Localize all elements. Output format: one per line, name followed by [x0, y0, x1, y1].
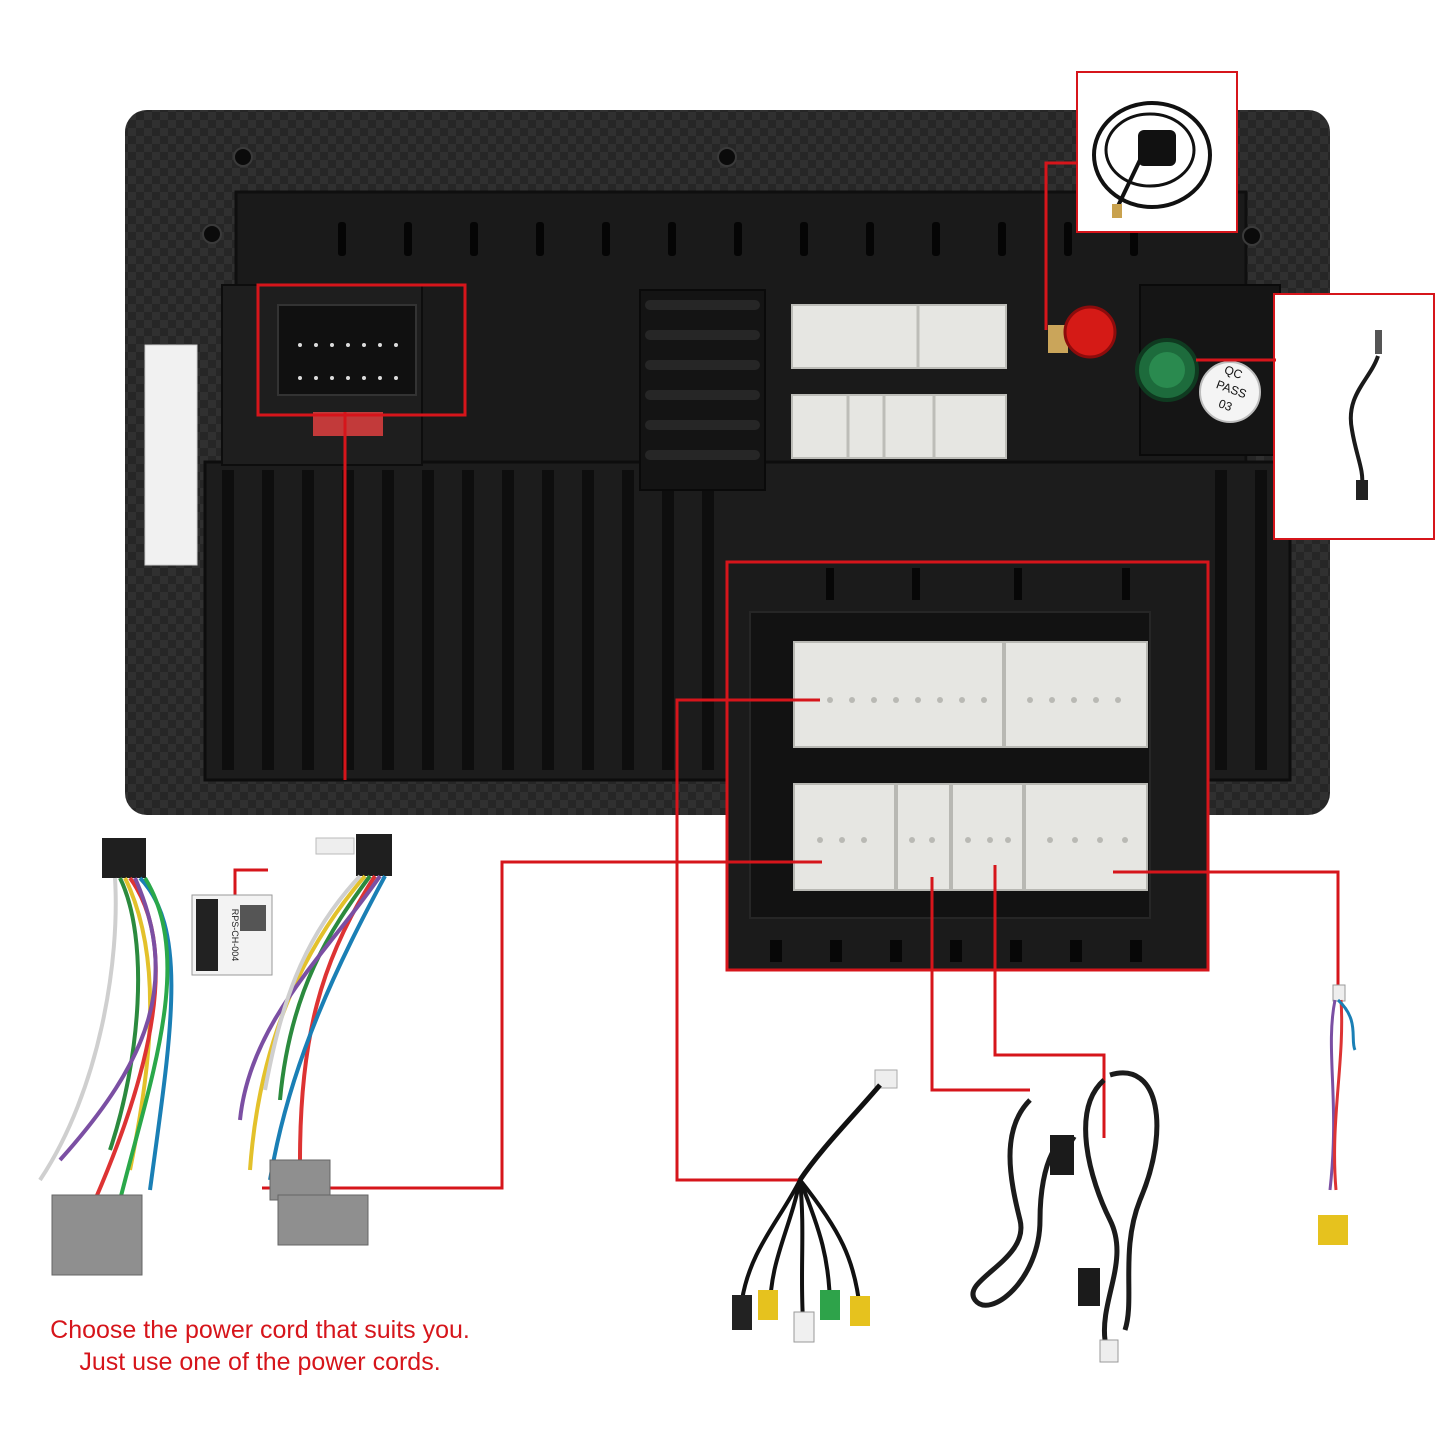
gps-antenna-icon — [1076, 71, 1238, 233]
power-cord-note-line-2: Just use one of the power cords. — [79, 1348, 441, 1376]
usb-cable-icon — [970, 1070, 1160, 1363]
upper-connectors — [791, 304, 1007, 459]
qc-pass-sticker: QC PASS 03 — [1199, 361, 1261, 423]
camera-cable-icon — [1318, 984, 1357, 1245]
wifi-antenna-icon — [1273, 293, 1435, 540]
gps-port — [1048, 305, 1117, 359]
qc-number-label: 03 — [1217, 396, 1235, 414]
connector-closeup — [725, 560, 1210, 972]
rca-cable-icon — [732, 1069, 898, 1343]
wifi-port — [1135, 338, 1199, 402]
module-code-label: RPS-CH-004 — [230, 909, 240, 962]
power-cord-note-line-1: Choose the power cord that suits you. — [50, 1316, 470, 1344]
canbus-decoder-icon: RPS-CH-004 — [191, 894, 273, 976]
callout-lines — [233, 161, 1340, 1190]
power-port-highlight — [256, 283, 467, 417]
qc-label: QC — [1223, 363, 1245, 382]
power-harness-icon — [38, 834, 392, 1276]
power-connector-port — [277, 304, 417, 436]
